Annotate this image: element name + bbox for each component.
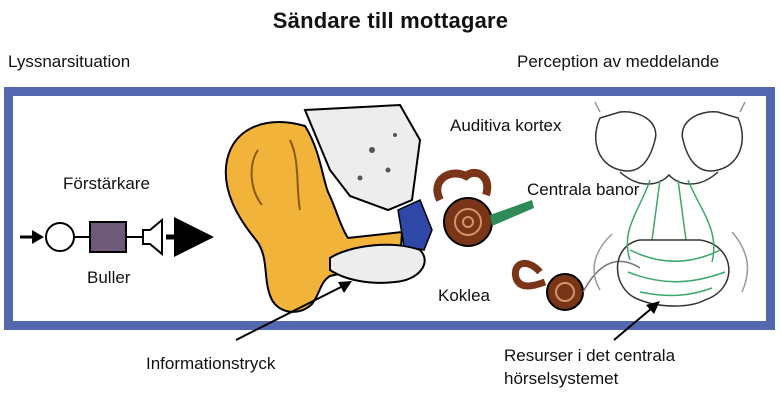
amplifier-box-icon bbox=[90, 222, 126, 252]
ear-illustration bbox=[226, 105, 534, 312]
cochlea-illustration bbox=[515, 261, 640, 310]
label-auditory-cortex: Auditiva kortex bbox=[450, 116, 562, 136]
auditory-nerve bbox=[490, 200, 534, 226]
label-amplifier: Förstärkare bbox=[63, 174, 150, 194]
signal-chain bbox=[20, 217, 214, 257]
label-noise: Buller bbox=[87, 268, 130, 288]
speaker-icon bbox=[143, 220, 162, 254]
output-arrow-icon bbox=[174, 217, 214, 257]
label-information-pressure: Informationstryck bbox=[146, 354, 275, 374]
left-hemisphere bbox=[596, 112, 656, 171]
label-resources-line2: hörselsystemet bbox=[504, 369, 618, 389]
middle-ear bbox=[398, 200, 432, 250]
lower-bone bbox=[330, 245, 425, 283]
label-central-pathways: Centrala banor bbox=[527, 180, 639, 200]
label-cochlea: Koklea bbox=[438, 286, 490, 306]
label-resources-line1: Resurser i det centrala bbox=[504, 346, 675, 366]
cochlea-icon bbox=[547, 274, 583, 310]
microphone-icon bbox=[46, 223, 74, 251]
inner-ear-cochlea bbox=[444, 198, 492, 246]
right-hemisphere bbox=[682, 112, 742, 171]
input-arrow-icon bbox=[32, 230, 44, 244]
brain-illustration bbox=[594, 102, 747, 306]
